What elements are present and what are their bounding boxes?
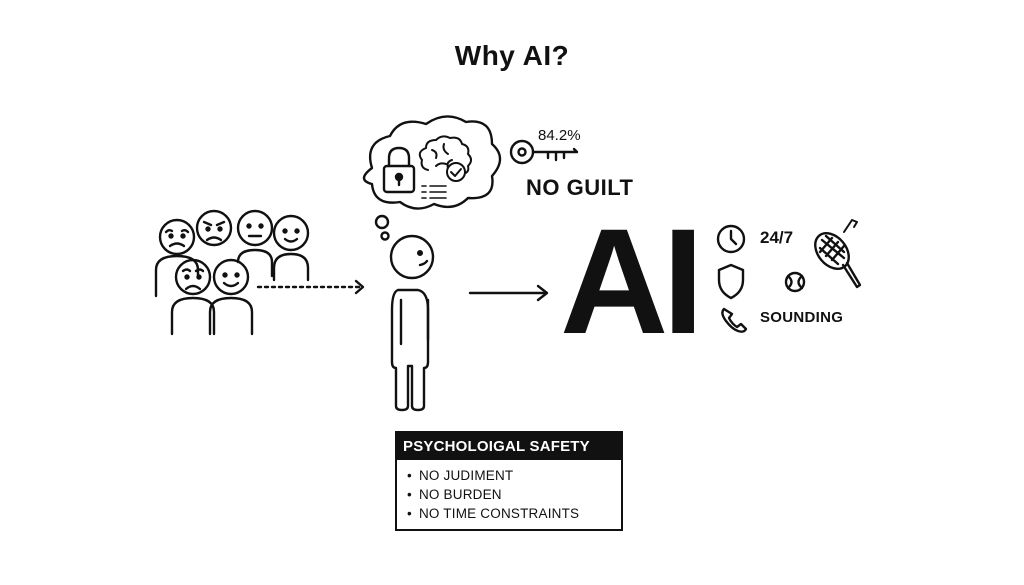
lock-icon [382, 146, 416, 194]
crowd-group [154, 209, 310, 336]
crowd-person-happy [208, 258, 254, 336]
sounding-label: SOUNDING [760, 309, 844, 326]
thought-bubble [362, 115, 502, 241]
crowd-person-worried [154, 218, 200, 298]
safety-list-item: NO BURDEN [407, 485, 613, 504]
safety-list-item: NO JUDIMENT [407, 466, 613, 485]
clock-icon [716, 224, 746, 254]
standing-person [389, 234, 435, 412]
phone-icon [721, 307, 748, 333]
ai-label: AI [560, 197, 704, 365]
availability-label: 24/7 [760, 228, 794, 247]
safety-box-heading: PSYCHOLOIGAL SAFETY [397, 433, 621, 460]
safety-list: NO JUDIMENT NO BURDEN NO TIME CONSTRAINT… [397, 460, 621, 529]
percentage-label: 84.2% [538, 127, 581, 144]
tennis-ball-icon [784, 271, 806, 293]
shield-icon [717, 263, 745, 300]
psychological-safety-box: PSYCHOLOIGAL SAFETY NO JUDIMENT NO BURDE… [395, 431, 623, 531]
brain-check-icon [418, 135, 472, 182]
key-icon [509, 139, 579, 165]
no-guilt-label: NO GUILT [526, 175, 634, 200]
crowd-person-smiling [272, 214, 310, 282]
solid-arrow [468, 284, 549, 302]
crowd-person-angry [195, 209, 233, 247]
page-title: Why AI? [454, 40, 570, 71]
safety-list-item: NO TIME CONSTRAINTS [407, 504, 613, 523]
crowd-person-neutral [236, 209, 274, 278]
crowd-person-sad [170, 258, 216, 336]
tennis-racket-icon [814, 219, 862, 289]
checklist-icon [421, 185, 447, 199]
dotted-arrow [256, 279, 365, 295]
